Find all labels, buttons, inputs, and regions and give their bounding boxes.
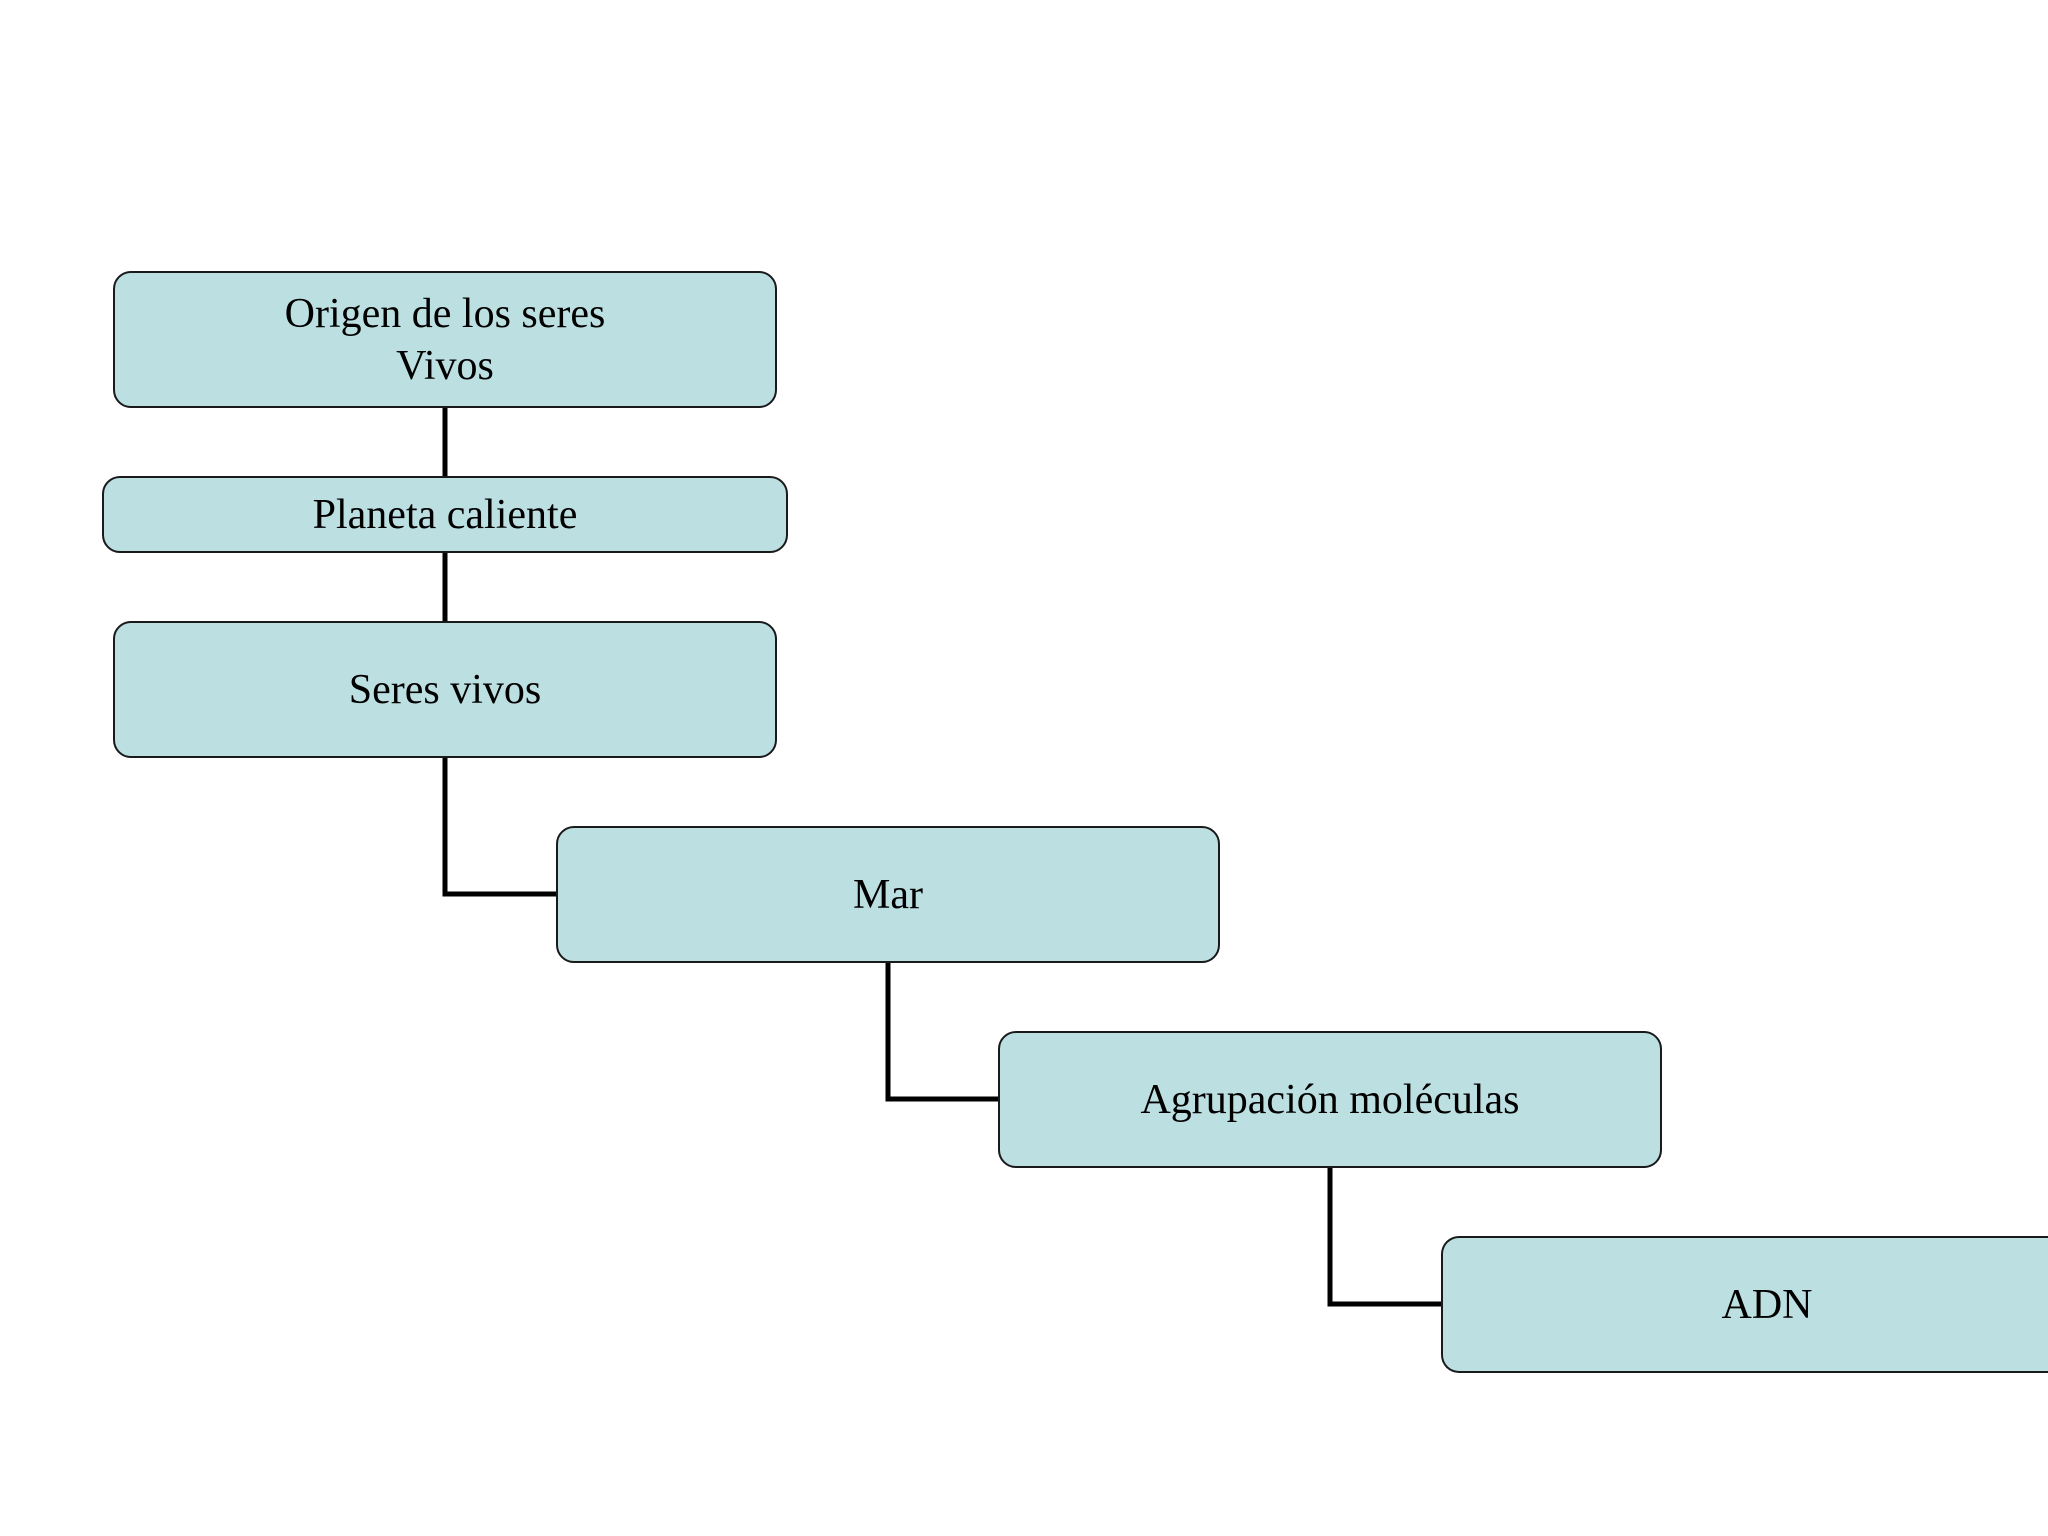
node-label: Planeta caliente — [312, 491, 578, 538]
node-mar: Mar — [556, 826, 1220, 963]
connector-seres-mar — [442, 758, 556, 897]
connector-mar-agrupacion — [885, 963, 998, 1102]
node-agrupacion-moleculas: Agrupación moléculas — [998, 1031, 1662, 1168]
node-label: Seres vivos — [348, 666, 542, 713]
node-planeta-caliente: Planeta caliente — [102, 476, 788, 553]
node-label: Mar — [853, 871, 923, 918]
node-label: ADN — [1721, 1281, 1813, 1328]
node-adn: ADN — [1441, 1236, 2048, 1373]
node-label: Origen de los seres Vivos — [284, 290, 606, 389]
node-origen-seres-vivos: Origen de los seres Vivos — [113, 271, 777, 408]
connector-agrupacion-adn — [1327, 1168, 1441, 1307]
node-seres-vivos: Seres vivos — [113, 621, 777, 758]
node-label: Agrupación moléculas — [1140, 1076, 1520, 1123]
